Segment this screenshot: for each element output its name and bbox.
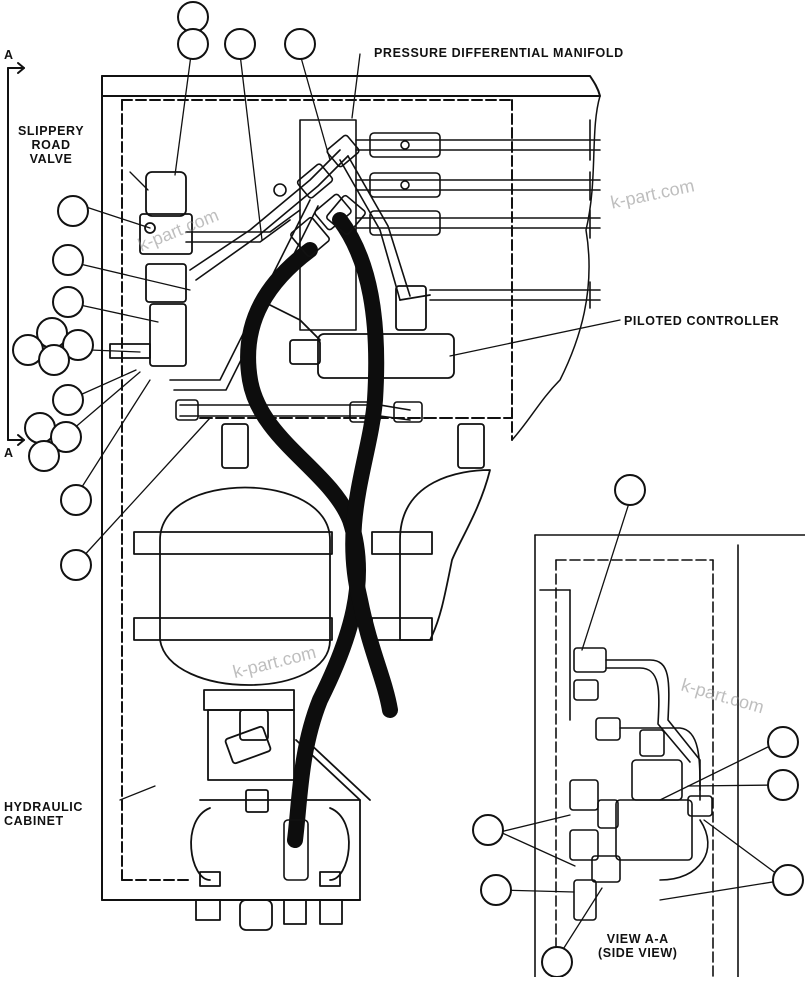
callout-circle (614, 474, 646, 506)
manifold-lines (273, 119, 601, 331)
callout-circle (772, 864, 804, 896)
callout-circle (62, 329, 94, 361)
callout-circle (480, 874, 512, 906)
callout-circle (28, 440, 60, 472)
callout-circle (60, 549, 92, 581)
label-slippery-road-valve: SLIPPERY ROAD VALVE (18, 124, 85, 166)
callout-circle (52, 384, 84, 416)
cabinet-outline (101, 75, 601, 901)
slippery-road-valve (109, 171, 193, 367)
section-mark-top: A (4, 48, 14, 62)
callout-circle (767, 726, 799, 758)
callout-leaders-main (71, 39, 621, 801)
piloted-controller (259, 285, 455, 379)
label-piloted-controller: PILOTED CONTROLLER (624, 314, 780, 328)
section-line-a-a (7, 62, 25, 446)
callout-circle (57, 195, 89, 227)
view-a-a (534, 534, 805, 978)
callout-circle (60, 484, 92, 516)
label-view-a-a: VIEW A-A (SIDE VIEW) (598, 932, 678, 960)
callout-circle (284, 28, 316, 60)
black-hoses (240, 212, 398, 848)
callout-circle (541, 946, 573, 978)
section-mark-bottom: A (4, 446, 14, 460)
callout-leaders-view (497, 499, 786, 963)
callout-circle (52, 286, 84, 318)
callout-circle (472, 814, 504, 846)
callout-circle (224, 28, 256, 60)
accumulator-right (371, 423, 491, 641)
callout-circle (177, 1, 209, 33)
callout-circle (177, 28, 209, 60)
bottom-fittings (190, 739, 371, 931)
callout-circles (12, 1, 804, 978)
callout-circle (38, 344, 70, 376)
label-hydraulic-cabinet: HYDRAULIC CABINET (4, 800, 84, 828)
accumulator-left (133, 423, 333, 781)
callout-circle (50, 421, 82, 453)
callout-circle (767, 769, 799, 801)
callout-circle (52, 244, 84, 276)
label-pressure-differential-manifold: PRESSURE DIFFERENTIAL MANIFOLD (374, 46, 624, 60)
hose-ends (283, 194, 366, 881)
